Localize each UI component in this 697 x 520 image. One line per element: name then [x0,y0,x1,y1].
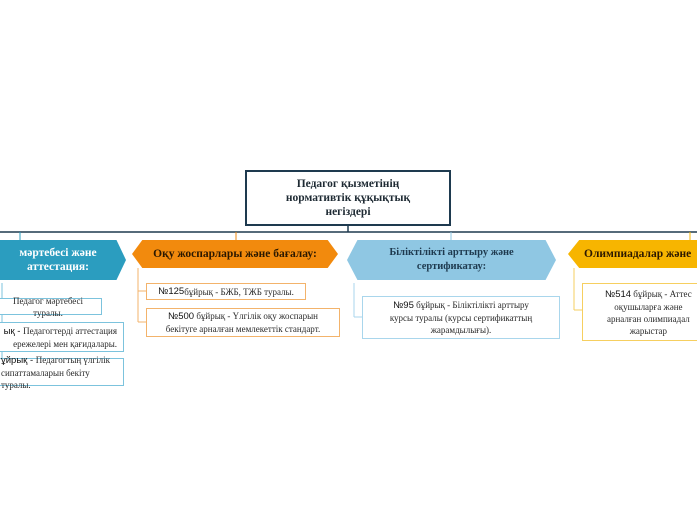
branch-label: Оқу жоспарлары және бағалау: [153,248,317,260]
branch-status-attestation[interactable]: мәртебесі және аттестация: [0,240,126,280]
leaf-text: ережелері мен қағидалары. [13,338,117,349]
leaf-text: бұйрық - Аттес [631,288,692,299]
leaf-text: оқушыларға және [614,301,683,312]
branch-olympiads[interactable]: Олимпиадалар және [568,240,697,268]
branch-label: аттестация: [27,261,89,273]
leaf-teacher-characteristics[interactable]: ұйрық - Педагогтың үлгілік сипаттамалары… [0,354,124,390]
leaf-order-95[interactable]: №95 бұйрық - Біліктілікті арттыру курсы … [362,296,560,339]
root-title-line-2: нормативтік құқықтық [285,192,411,204]
root-title-line-1: Педагог қызметінің [296,178,400,190]
branch-label: мәртебесі және [19,247,97,259]
leaf-text: Педагогтерді аттестация [23,325,117,336]
branch-label: сертификатау: [416,261,487,272]
leaf-text: жарамдылығы). [430,325,492,335]
leaf-attestation-rules[interactable]: ық - Педагогтерді аттестация ережелері м… [0,322,124,352]
leaf-text: бұйрық - БЖБ, ТЖБ туралы. [184,286,294,297]
leaf-order-500[interactable]: №500 бұйрық - Үлгілік оқу жоспарын бекіт… [146,308,340,337]
leaf-text: бекітуге арналған мемлекеттік стандарт. [165,324,321,334]
leaf-order-number: ұйрық - [1,354,36,366]
leaf-order-number: ық - [3,325,24,337]
leaf-text: бұйрық - Біліктілікті арттыру [413,300,529,310]
branch-label: Олимпиадалар және [584,248,692,260]
leaf-text: арналған олимпиадал [606,313,690,324]
root-node[interactable]: Педагог қызметінің нормативтік құқықтық … [245,170,451,226]
leaf-order-number: №125 [158,285,185,297]
branch-qualification-certification[interactable]: Біліктілікті арттыру және сертификатау: [347,240,556,280]
leaf-status-law[interactable]: Педагог мәртебесі туралы. [0,296,102,318]
leaf-text: бұйрық - Үлгілік оқу жоспарын [194,311,318,321]
leaf-order-number: №95 [393,300,414,311]
root-title-line-3: негіздері [325,206,371,218]
leaf-text: сипаттамаларын бекіту туралы. [1,367,90,390]
leaf-order-number: №514 [605,288,632,300]
leaf-order-125[interactable]: №125 бұйрық - БЖБ, ТЖБ туралы. [146,283,306,300]
branch-curriculum-assessment[interactable]: Оқу жоспарлары және бағалау: [132,240,338,268]
leaf-text: жарыстар [629,325,668,336]
leaf-text: курсы туралы (курсы сертификаттың [389,313,533,323]
leaf-order-514[interactable]: №514 бұйрық - Аттес оқушыларға және арна… [582,283,697,341]
leaf-order-number: №500 [168,311,195,322]
leaf-text: Педагог мәртебесі туралы. [12,295,84,318]
leaf-text: Педагогтың үлгілік [35,354,110,365]
branch-label: Біліктілікті арттыру және [389,247,514,258]
